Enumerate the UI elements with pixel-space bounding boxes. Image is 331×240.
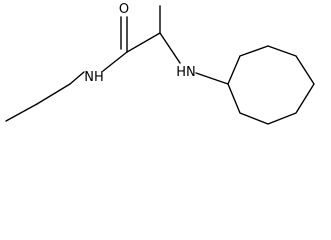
bond-nh-carbonyl [102,51,128,72]
bond-propyl-c1-c2 [5,103,38,122]
amine-hn-label: HN [176,65,196,80]
bond-hn-ring [195,72,229,85]
bond-carbonyl-alpha [126,32,161,53]
cyclooctane-ring [227,45,315,125]
bond-propyl-c2-c3 [36,83,71,105]
bond-alpha-hn [159,32,181,64]
molecule-structure: O NH HN [5,2,315,125]
oxygen-label: O [119,2,129,17]
bond-propyl-c3-n [69,71,85,85]
amide-nh-label: NH [84,70,104,85]
